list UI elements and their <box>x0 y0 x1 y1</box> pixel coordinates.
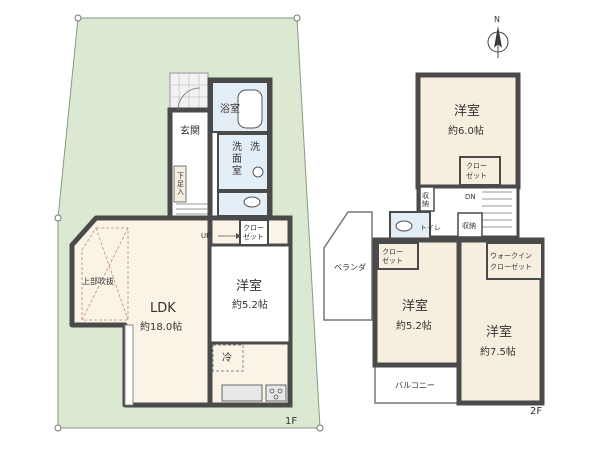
compass-north-label: N <box>494 15 500 24</box>
closet-b-label-1: クロー <box>382 248 403 256</box>
balcony-area <box>374 364 460 404</box>
storage-2-label: 収納 <box>462 221 476 230</box>
washroom-label-1: 洗 <box>232 141 242 153</box>
closet-a-label-1: クロー <box>466 162 487 170</box>
room-bath-label: 浴室 <box>220 102 240 115</box>
walkin-label-1: ウォークイン <box>490 252 532 260</box>
floor1-building <box>69 77 293 408</box>
floor2-label: 2F <box>530 406 542 417</box>
floor1-label: 1F <box>285 416 297 427</box>
room-b-name: 洋室 <box>402 298 428 314</box>
up-mark: UP <box>201 232 210 240</box>
room-c-name: 洋室 <box>486 324 512 340</box>
down-mark: DN <box>465 193 476 201</box>
closet-a-label-2: ゼット <box>466 171 487 180</box>
balcony-label: バルコニー <box>395 381 435 390</box>
closet-1f-label-2: ゼット <box>243 232 264 241</box>
floor2-building <box>372 72 545 406</box>
room-a-size: 約6.0帖 <box>448 124 484 137</box>
shoe-storage-label-1: 下 <box>177 172 184 180</box>
void-label: 上部吹抜 <box>82 276 114 286</box>
room-western-1f-area <box>208 243 292 345</box>
room-a-name: 洋室 <box>454 103 480 119</box>
walkin-label-2: クローゼット <box>490 262 532 271</box>
washroom-label-3: 室 <box>232 164 242 177</box>
room-b-size: 約5.2帖 <box>396 319 432 332</box>
ldk-size: 約18.0帖 <box>140 320 182 333</box>
veranda-label: ベランダ <box>334 262 366 272</box>
north-compass-icon: N <box>487 15 509 58</box>
washroom-label-2: 面 <box>232 154 242 165</box>
shoe-storage-label-2: 足 <box>177 180 184 188</box>
fridge-label: 冷 <box>222 351 232 364</box>
shoe-storage-label-3: 入 <box>177 188 184 196</box>
room-genkan-label: 玄関 <box>180 124 200 137</box>
closet-b-label-2: ゼット <box>382 256 403 265</box>
washroom-short-label: 洗 <box>250 141 260 153</box>
storage-1-label-2: 納 <box>422 199 429 208</box>
room-c-size: 約7.5帖 <box>480 345 516 358</box>
veranda-area <box>323 211 373 321</box>
room-western-1f-name: 洋室 <box>236 278 262 294</box>
closet-1f-label-1: クロー <box>243 224 264 232</box>
storage-1-label-1: 収 <box>422 192 429 200</box>
ldk-name: LDK <box>150 301 176 316</box>
toilet-2f-label: トイレ <box>420 224 441 232</box>
room-western-1f-size: 約5.2帖 <box>232 298 268 311</box>
